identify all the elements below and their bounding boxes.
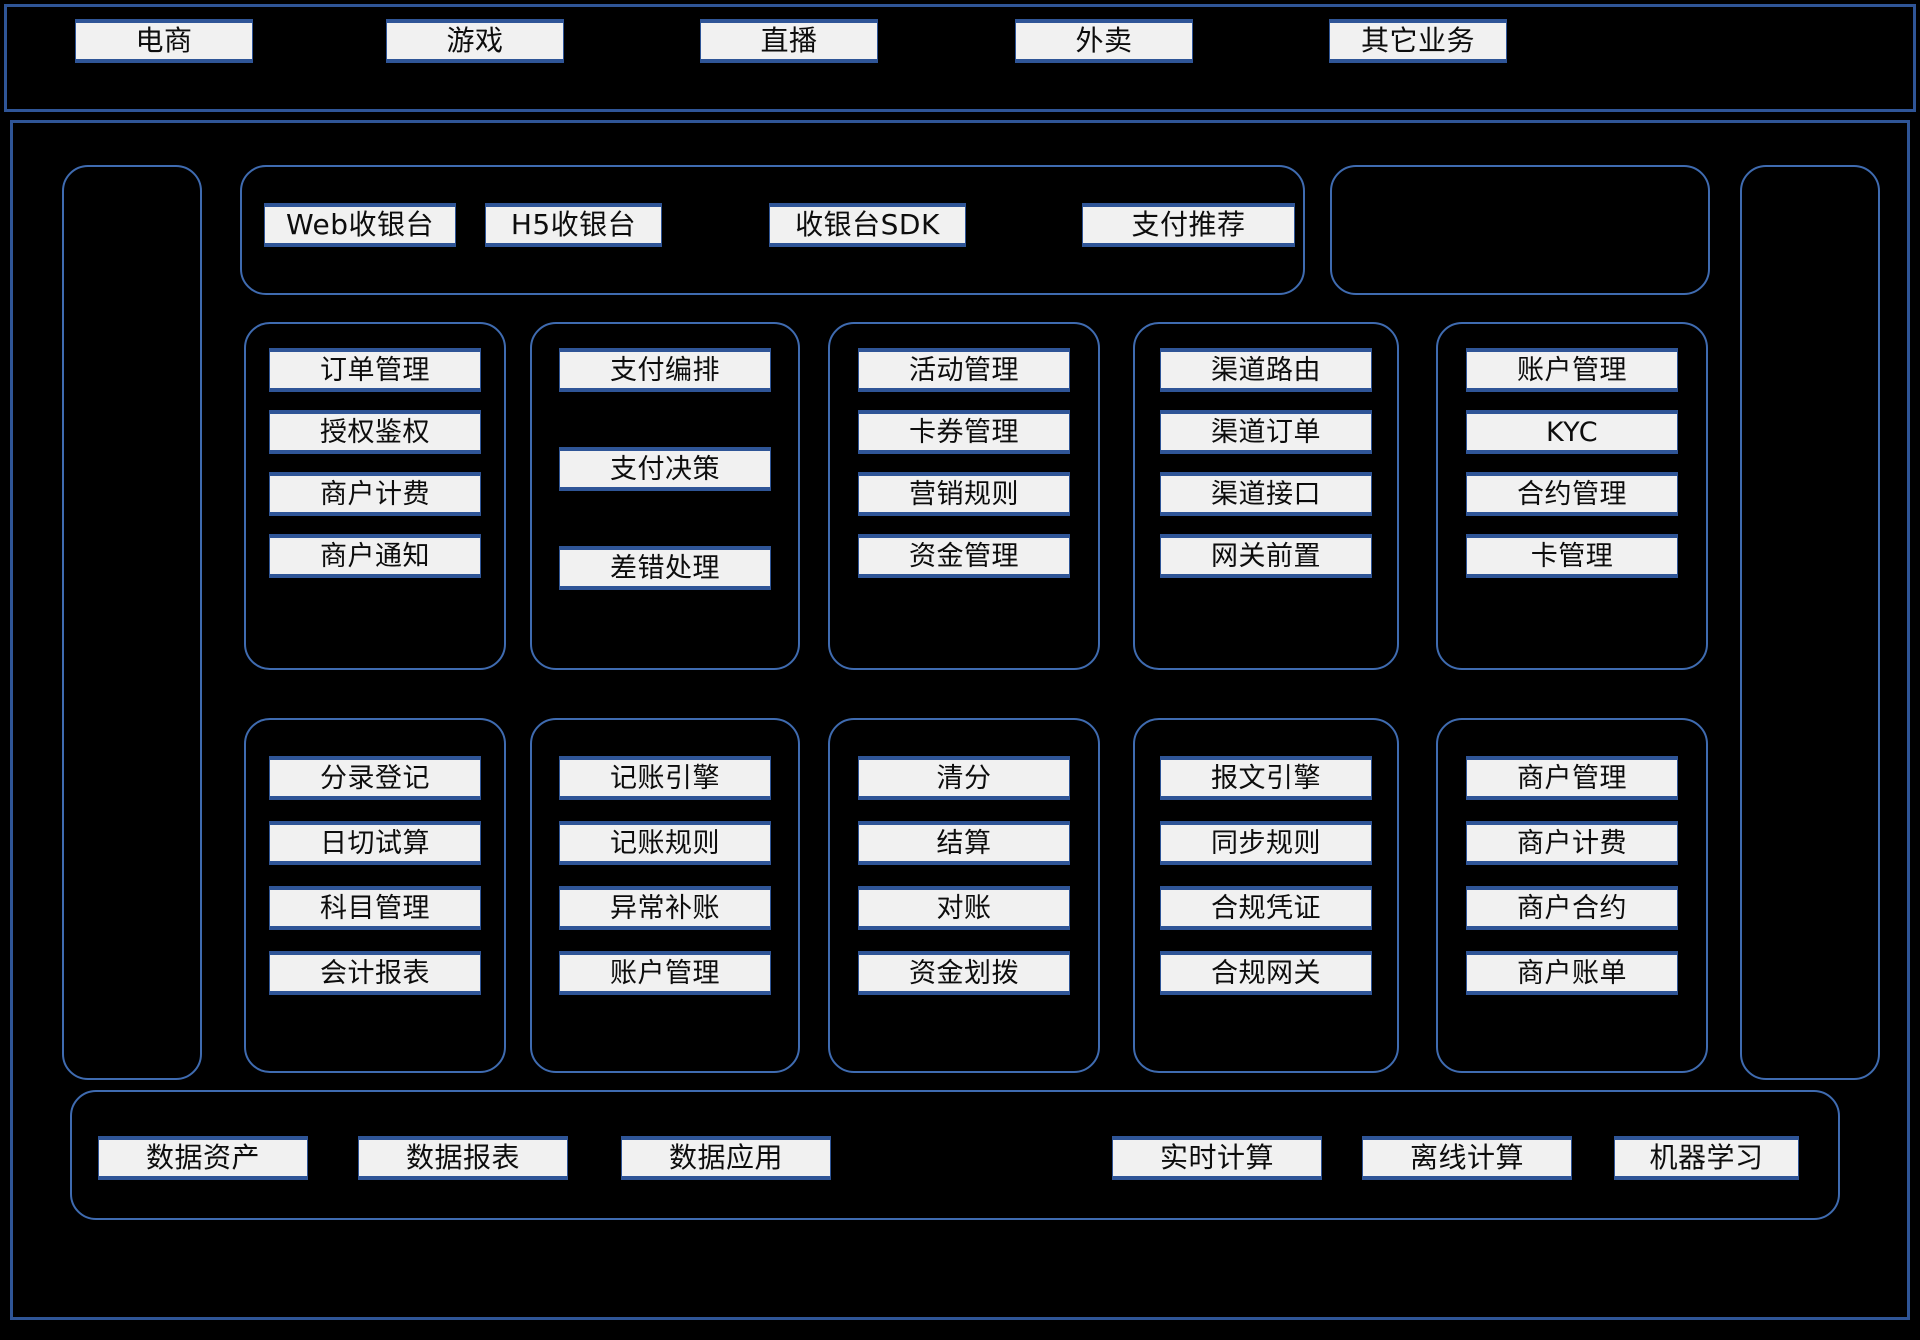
left-side-panel [62, 165, 202, 1080]
cashier-chip-recommendation[interactable]: 支付推荐 [1082, 203, 1295, 247]
channel-group-panel: 渠道路由 渠道订单 渠道接口 网关前置 [1133, 322, 1399, 670]
chip-payment-orchestration[interactable]: 支付编排 [559, 348, 771, 392]
chip-bookkeeping-engine[interactable]: 记账引擎 [559, 756, 771, 800]
chip-compliance-voucher[interactable]: 合规凭证 [1160, 886, 1372, 930]
data-chip-realtime-compute[interactable]: 实时计算 [1112, 1136, 1322, 1180]
data-chip-data-application[interactable]: 数据应用 [621, 1136, 831, 1180]
chip-settlement[interactable]: 结算 [858, 821, 1070, 865]
chip-payment-decision[interactable]: 支付决策 [559, 447, 771, 491]
cashier-panel: Web收银台 H5收银台 收银台SDK 支付推荐 [240, 165, 1305, 295]
chip-account-management-2[interactable]: 账户管理 [559, 951, 771, 995]
chip-entry-registration[interactable]: 分录登记 [269, 756, 481, 800]
chip-fund-transfer[interactable]: 资金划拨 [858, 951, 1070, 995]
cashier-chip-h5[interactable]: H5收银台 [485, 203, 662, 247]
compliance-group-panel: 报文引擎 同步规则 合规凭证 合规网关 [1133, 718, 1399, 1073]
chip-merchant-contract[interactable]: 商户合约 [1466, 886, 1678, 930]
business-layer-row: 电商 游戏 直播 外卖 其它业务 [7, 19, 1913, 63]
business-chip-other[interactable]: 其它业务 [1329, 19, 1507, 63]
chip-card-management[interactable]: 卡管理 [1466, 534, 1678, 578]
chip-campaign-management[interactable]: 活动管理 [858, 348, 1070, 392]
chip-channel-interface[interactable]: 渠道接口 [1160, 472, 1372, 516]
chip-merchant-bill[interactable]: 商户账单 [1466, 951, 1678, 995]
chip-gateway-frontend[interactable]: 网关前置 [1160, 534, 1372, 578]
chip-message-engine[interactable]: 报文引擎 [1160, 756, 1372, 800]
business-layer-frame: 电商 游戏 直播 外卖 其它业务 [4, 4, 1916, 112]
chip-sync-rules[interactable]: 同步规则 [1160, 821, 1372, 865]
chip-merchant-notification[interactable]: 商户通知 [269, 534, 481, 578]
accounting-entry-group-panel: 分录登记 日切试算 科目管理 会计报表 [244, 718, 506, 1073]
data-chip-data-asset[interactable]: 数据资产 [98, 1136, 308, 1180]
data-chip-offline-compute[interactable]: 离线计算 [1362, 1136, 1572, 1180]
chip-merchant-management[interactable]: 商户管理 [1466, 756, 1678, 800]
cashier-chip-web[interactable]: Web收银台 [264, 203, 456, 247]
business-chip-game[interactable]: 游戏 [386, 19, 564, 63]
chip-fund-management[interactable]: 资金管理 [858, 534, 1070, 578]
chip-order-management[interactable]: 订单管理 [269, 348, 481, 392]
business-chip-takeaway[interactable]: 外卖 [1015, 19, 1193, 63]
chip-coupon-management[interactable]: 卡券管理 [858, 410, 1070, 454]
bookkeeping-group-panel: 记账引擎 记账规则 异常补账 账户管理 [530, 718, 800, 1073]
data-layer-panel: 数据资产 数据报表 数据应用 实时计算 离线计算 机器学习 [70, 1090, 1840, 1220]
chip-clearing[interactable]: 清分 [858, 756, 1070, 800]
chip-channel-order[interactable]: 渠道订单 [1160, 410, 1372, 454]
chip-marketing-rules[interactable]: 营销规则 [858, 472, 1070, 516]
transaction-group-panel: 订单管理 授权鉴权 商户计费 商户通知 [244, 322, 506, 670]
data-chip-data-report[interactable]: 数据报表 [358, 1136, 568, 1180]
marketing-group-panel: 活动管理 卡券管理 营销规则 资金管理 [828, 322, 1100, 670]
payment-orchestration-group-panel: 支付编排 支付决策 差错处理 [530, 322, 800, 670]
chip-merchant-billing[interactable]: 商户计费 [269, 472, 481, 516]
chip-subject-management[interactable]: 科目管理 [269, 886, 481, 930]
right-side-panel [1740, 165, 1880, 1080]
merchant-group-panel: 商户管理 商户计费 商户合约 商户账单 [1436, 718, 1708, 1073]
data-chip-machine-learning[interactable]: 机器学习 [1614, 1136, 1799, 1180]
chip-bookkeeping-rules[interactable]: 记账规则 [559, 821, 771, 865]
chip-authorization[interactable]: 授权鉴权 [269, 410, 481, 454]
business-chip-ecommerce[interactable]: 电商 [75, 19, 253, 63]
chip-kyc[interactable]: KYC [1466, 410, 1678, 454]
cashier-chip-sdk[interactable]: 收银台SDK [769, 203, 966, 247]
chip-accounting-report[interactable]: 会计报表 [269, 951, 481, 995]
account-group-panel: 账户管理 KYC 合约管理 卡管理 [1436, 322, 1708, 670]
chip-account-management[interactable]: 账户管理 [1466, 348, 1678, 392]
chip-merchant-billing-2[interactable]: 商户计费 [1466, 821, 1678, 865]
business-chip-livestream[interactable]: 直播 [700, 19, 878, 63]
chip-contract-management[interactable]: 合约管理 [1466, 472, 1678, 516]
chip-channel-routing[interactable]: 渠道路由 [1160, 348, 1372, 392]
chip-compliance-gateway[interactable]: 合规网关 [1160, 951, 1372, 995]
chip-error-handling[interactable]: 差错处理 [559, 546, 771, 590]
top-right-panel [1330, 165, 1710, 295]
clearing-group-panel: 清分 结算 对账 资金划拨 [828, 718, 1100, 1073]
chip-exception-adjustment[interactable]: 异常补账 [559, 886, 771, 930]
chip-reconciliation[interactable]: 对账 [858, 886, 1070, 930]
chip-daily-trial-balance[interactable]: 日切试算 [269, 821, 481, 865]
